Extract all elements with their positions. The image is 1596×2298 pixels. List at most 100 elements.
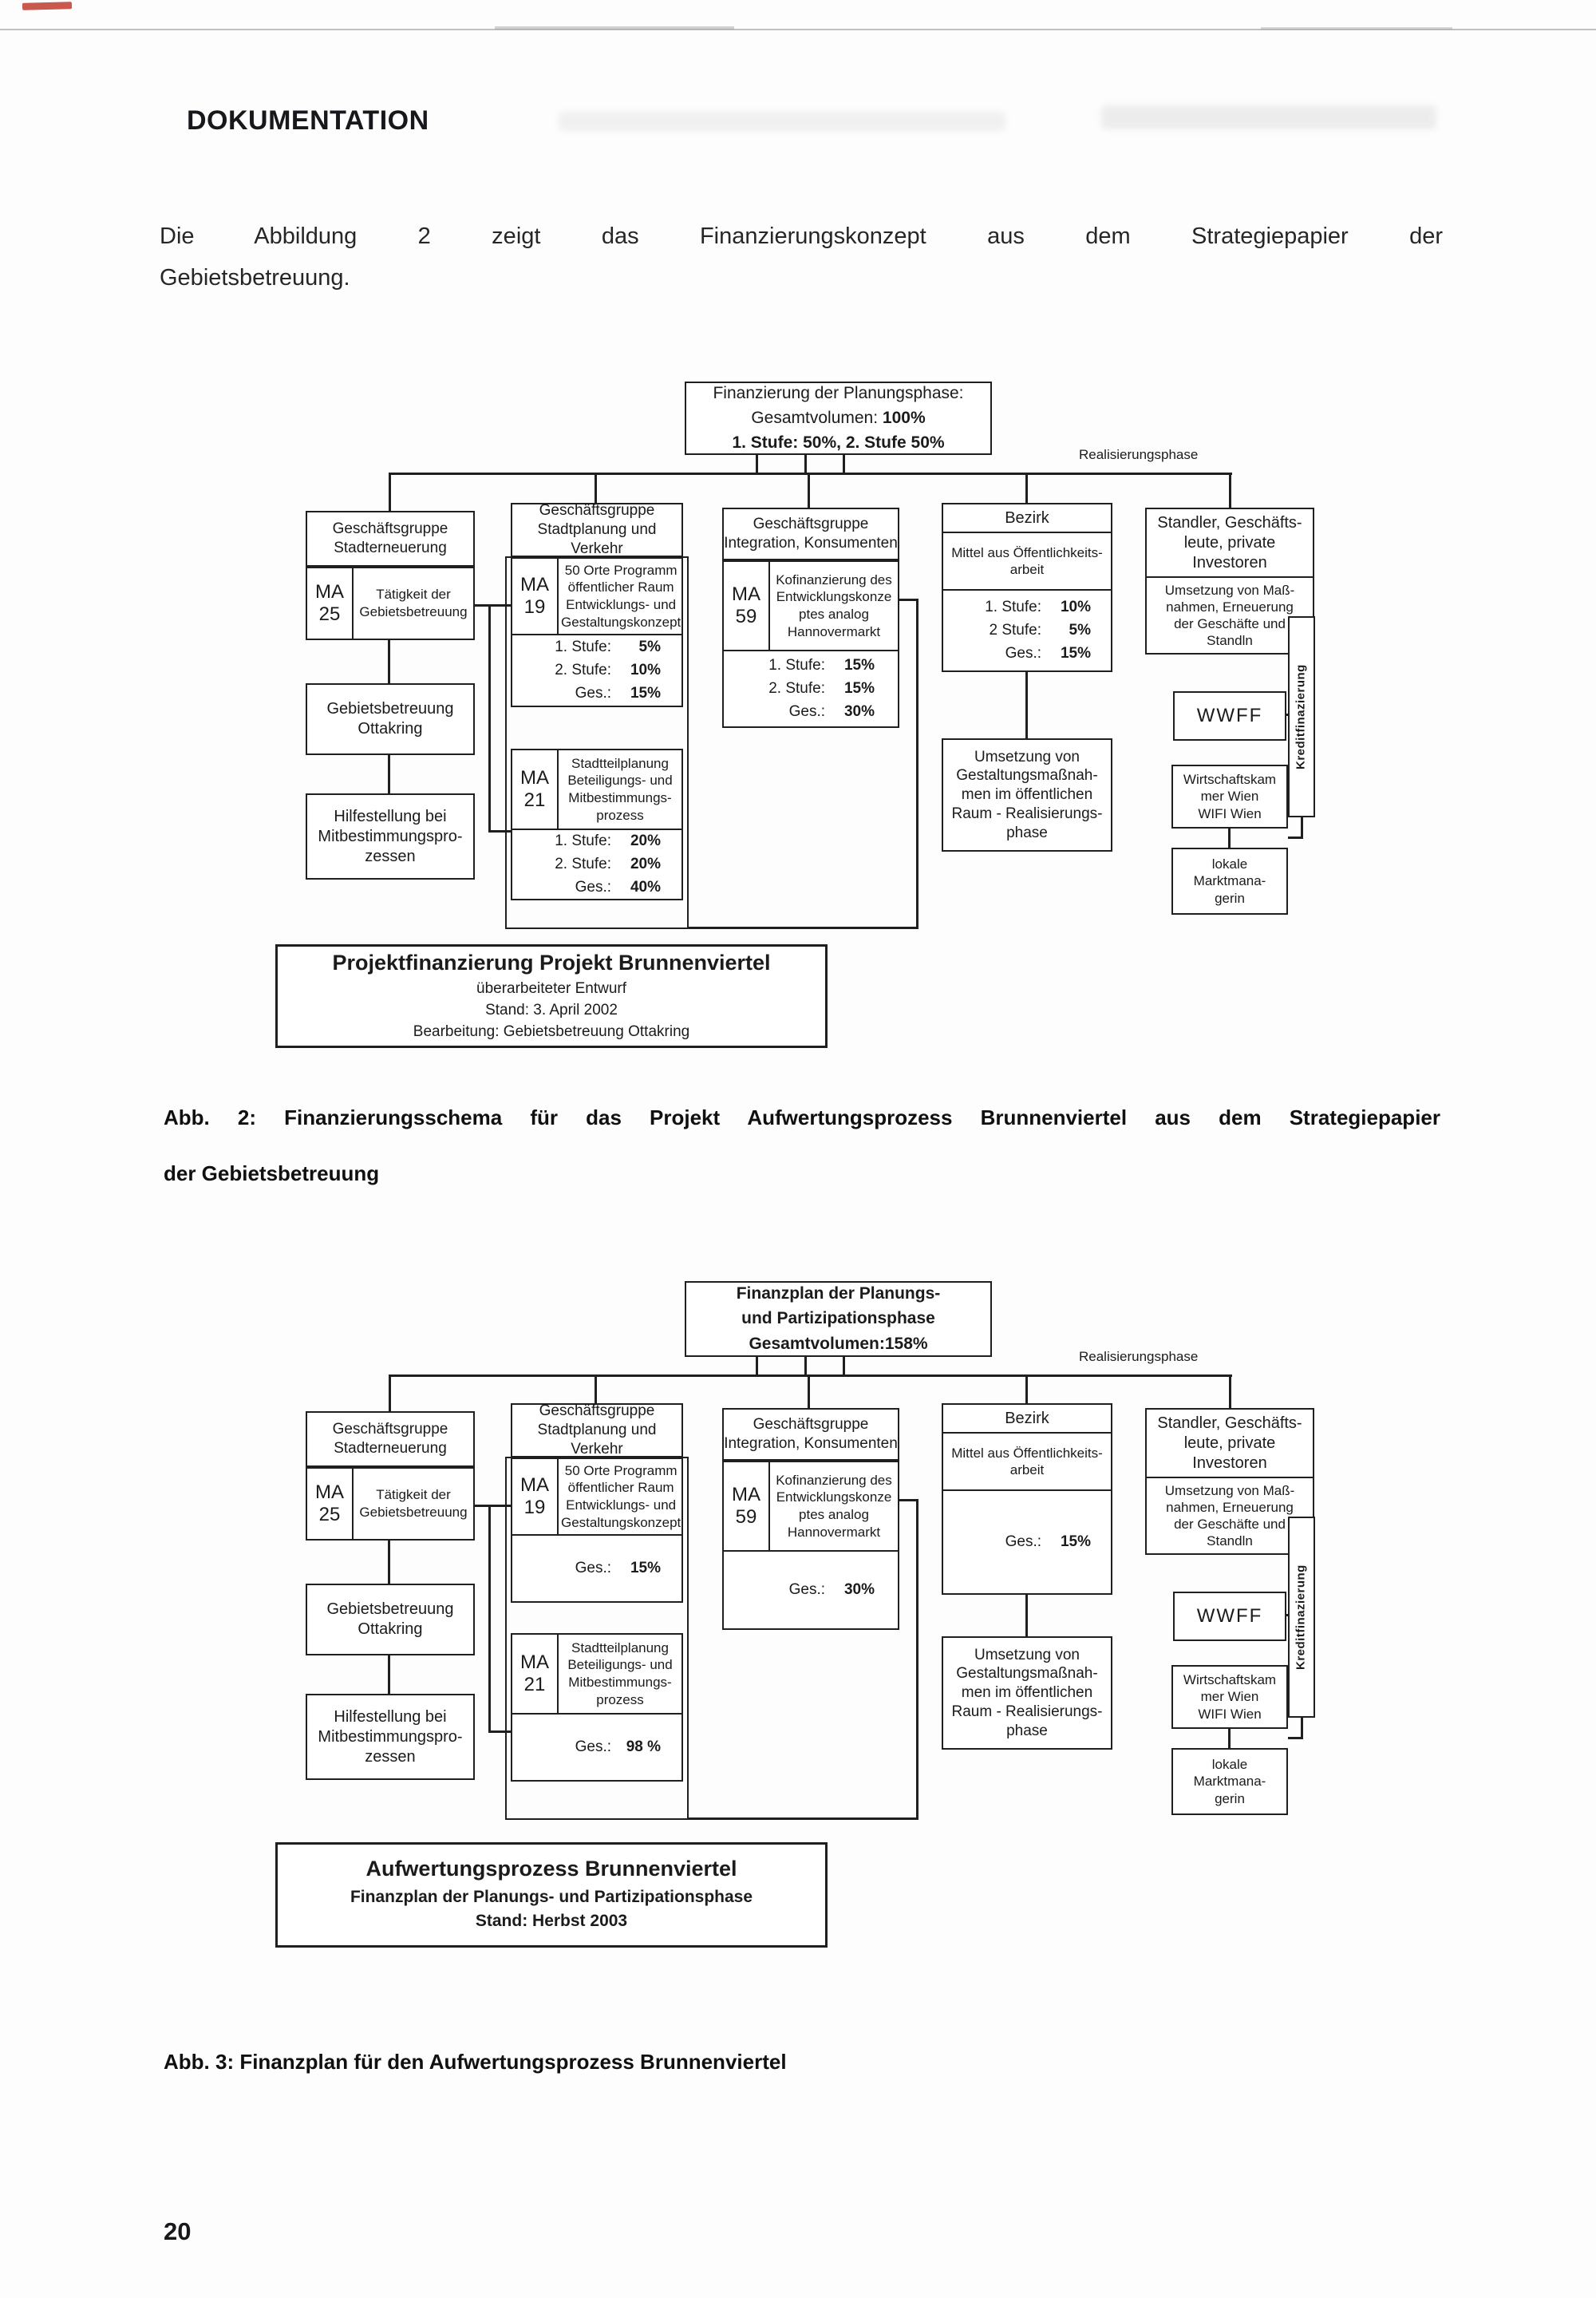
stat-row: Ges.:15% bbox=[533, 684, 661, 703]
stat-value: 40% bbox=[630, 878, 661, 896]
ma-code: MA 25 bbox=[315, 1481, 344, 1525]
connector bbox=[389, 473, 391, 511]
connector bbox=[1025, 672, 1028, 738]
page-title: DOKUMENTATION bbox=[187, 105, 429, 136]
ma19-stats: Ges.:15% bbox=[512, 1536, 681, 1601]
top-box-line1: Finanzierung der Planungsphase: bbox=[713, 383, 964, 402]
connector bbox=[843, 1355, 845, 1376]
stat-row: 2. Stufe: 10% bbox=[533, 661, 661, 680]
stat-row: 1. Stufe:15% bbox=[747, 656, 875, 675]
ma-code: MA 19 bbox=[520, 1474, 549, 1518]
connector bbox=[488, 1730, 511, 1733]
connector bbox=[1283, 1614, 1290, 1616]
phase-label: Realisierungsphase bbox=[1079, 1349, 1199, 1364]
stat-label: 2. Stufe: bbox=[555, 856, 611, 873]
stat-row: Ges.:15% bbox=[533, 1559, 661, 1578]
aufwertungsprozess-box: Aufwertungsprozess Brunnenviertel Finanz… bbox=[275, 1842, 828, 1948]
stat-label: Ges.: bbox=[575, 1738, 611, 1756]
bezirk-header: Bezirk bbox=[943, 504, 1111, 533]
wwff-box: WWFF bbox=[1173, 691, 1286, 741]
bezirk-stats: Ges.:15% bbox=[943, 1491, 1111, 1593]
connector bbox=[1229, 1374, 1231, 1408]
caption-abb2-line2: der Gebietsbetreuung bbox=[164, 1161, 380, 1185]
stat-value: 5% bbox=[638, 639, 661, 656]
connector bbox=[488, 1505, 491, 1733]
ma59-stats: 1. Stufe:15% 2. Stufe:15% Ges.: 30% bbox=[724, 651, 898, 726]
project-box-line: überarbeiteter Entwurf bbox=[476, 980, 626, 998]
stat-label: Ges.: bbox=[788, 702, 825, 720]
stat-value: 20% bbox=[630, 856, 661, 873]
page-number: 20 bbox=[164, 2217, 192, 2245]
stat-value: 5% bbox=[1069, 622, 1091, 639]
stat-row: Ges.:15% bbox=[963, 644, 1091, 663]
connector bbox=[389, 1374, 1232, 1377]
col-header-stadterneuerung: Geschäftsgruppe Stadterneuerung bbox=[306, 511, 475, 567]
connector bbox=[388, 1655, 390, 1694]
bezirk-box: Bezirk Mittel aus Öffentlichkeits- arbei… bbox=[942, 503, 1112, 672]
bezirk-stats: 1. Stufe:10% 2 Stufe:5% Ges.:15% bbox=[943, 591, 1111, 670]
scan-edge-smudge bbox=[495, 26, 734, 30]
ma21-box: MA 21 Stadtteilplanung Beteiligungs- und… bbox=[511, 749, 683, 900]
ma-label: Tätigkeit der Gebietsbetreuung bbox=[352, 1469, 473, 1539]
project-box-line: Stand: Herbst 2003 bbox=[475, 1912, 628, 1931]
connector bbox=[804, 1355, 807, 1376]
connector bbox=[756, 1355, 758, 1376]
stat-value: 15% bbox=[630, 1560, 661, 1577]
connector bbox=[689, 1817, 918, 1820]
connector bbox=[1025, 1374, 1028, 1403]
connector bbox=[1228, 829, 1231, 848]
connector bbox=[475, 1505, 511, 1507]
bezirk-sub: Mittel aus Öffentlichkeits- arbeit bbox=[943, 1434, 1111, 1491]
red-pen-mark bbox=[22, 2, 73, 10]
connector bbox=[1228, 1729, 1231, 1748]
project-box-line: Stand: 3. April 2002 bbox=[485, 1002, 618, 1019]
stat-row: 1. Stufe:5% bbox=[533, 638, 661, 657]
connector bbox=[488, 604, 491, 833]
stat-row: Ges.: 30% bbox=[747, 702, 875, 722]
scan-edge-line bbox=[0, 29, 1596, 30]
ma-code: MA 21 bbox=[520, 1651, 549, 1695]
ma-label: Kofinanzierung des Entwicklungskonze pte… bbox=[768, 1462, 898, 1550]
stat-row: 1. Stufe:10% bbox=[963, 598, 1091, 617]
hilfestellung-box: Hilfestellung bei Mitbestimmungspro- zes… bbox=[306, 793, 475, 880]
connector bbox=[595, 473, 597, 503]
connector bbox=[388, 1541, 390, 1584]
connector bbox=[808, 1374, 810, 1408]
wirtschaftskammer-box: Wirtschaftskam mer Wien WIFI Wien bbox=[1171, 765, 1288, 829]
standler-sub: Umsetzung von Maß- nahmen, Erneuerung de… bbox=[1164, 1482, 1295, 1549]
ma-label: 50 Orte Programm öffentlicher Raum Entwi… bbox=[557, 1459, 683, 1534]
connector bbox=[389, 1374, 391, 1411]
wwff-box: WWFF bbox=[1173, 1592, 1286, 1641]
connector bbox=[899, 599, 918, 601]
ma-label: Stadtteilplanung Beteiligungs- und Mitbe… bbox=[557, 1635, 681, 1713]
stat-label: 2. Stufe: bbox=[555, 662, 611, 679]
stat-row: Ges.:40% bbox=[533, 878, 661, 897]
kreditfinanzierung-strip: Kreditfinazierung bbox=[1288, 1517, 1315, 1718]
ma19-stats: 1. Stufe:5% 2. Stufe: 10% Ges.:15% bbox=[512, 635, 681, 706]
standler-sub: Umsetzung von Maß- nahmen, Erneuerung de… bbox=[1164, 582, 1295, 649]
stat-label: Ges.: bbox=[1005, 1533, 1041, 1551]
ma-code: MA 25 bbox=[315, 581, 344, 625]
connector bbox=[595, 1374, 597, 1403]
scan-ghost-text bbox=[1101, 105, 1436, 129]
gebietsbetreuung-box: Gebietsbetreuung Ottakring bbox=[306, 683, 475, 755]
ma-code: MA 59 bbox=[732, 1484, 760, 1528]
stat-value: 30% bbox=[843, 702, 875, 720]
wirtschaftskammer-box: Wirtschaftskam mer Wien WIFI Wien bbox=[1171, 1665, 1288, 1729]
volume-label: Gesamtvolumen: bbox=[751, 408, 879, 427]
connector bbox=[388, 640, 390, 683]
stat-row: 2. Stufe:15% bbox=[747, 679, 875, 698]
stat-value: 20% bbox=[630, 833, 661, 850]
connector bbox=[389, 473, 1232, 475]
ma25-box: MA 25 Tätigkeit der Gebietsbetreuung bbox=[306, 567, 475, 640]
scan-ghost-text bbox=[559, 112, 1005, 131]
connector bbox=[388, 755, 390, 793]
col-header-integration: Geschäftsgruppe Integration, Konsumenten bbox=[722, 508, 899, 560]
gebietsbetreuung-box: Gebietsbetreuung Ottakring bbox=[306, 1584, 475, 1655]
stat-label: 1. Stufe: bbox=[555, 833, 611, 850]
caption-abb2-line1: Abb. 2: Finanzierungsschema für das Proj… bbox=[164, 1105, 1440, 1129]
stat-value: 10% bbox=[630, 662, 661, 679]
connector bbox=[1288, 837, 1303, 839]
project-box-title: Aufwertungsprozess Brunnenviertel bbox=[365, 1857, 737, 1881]
top-box-line2: und Partizipationsphase bbox=[741, 1309, 935, 1328]
